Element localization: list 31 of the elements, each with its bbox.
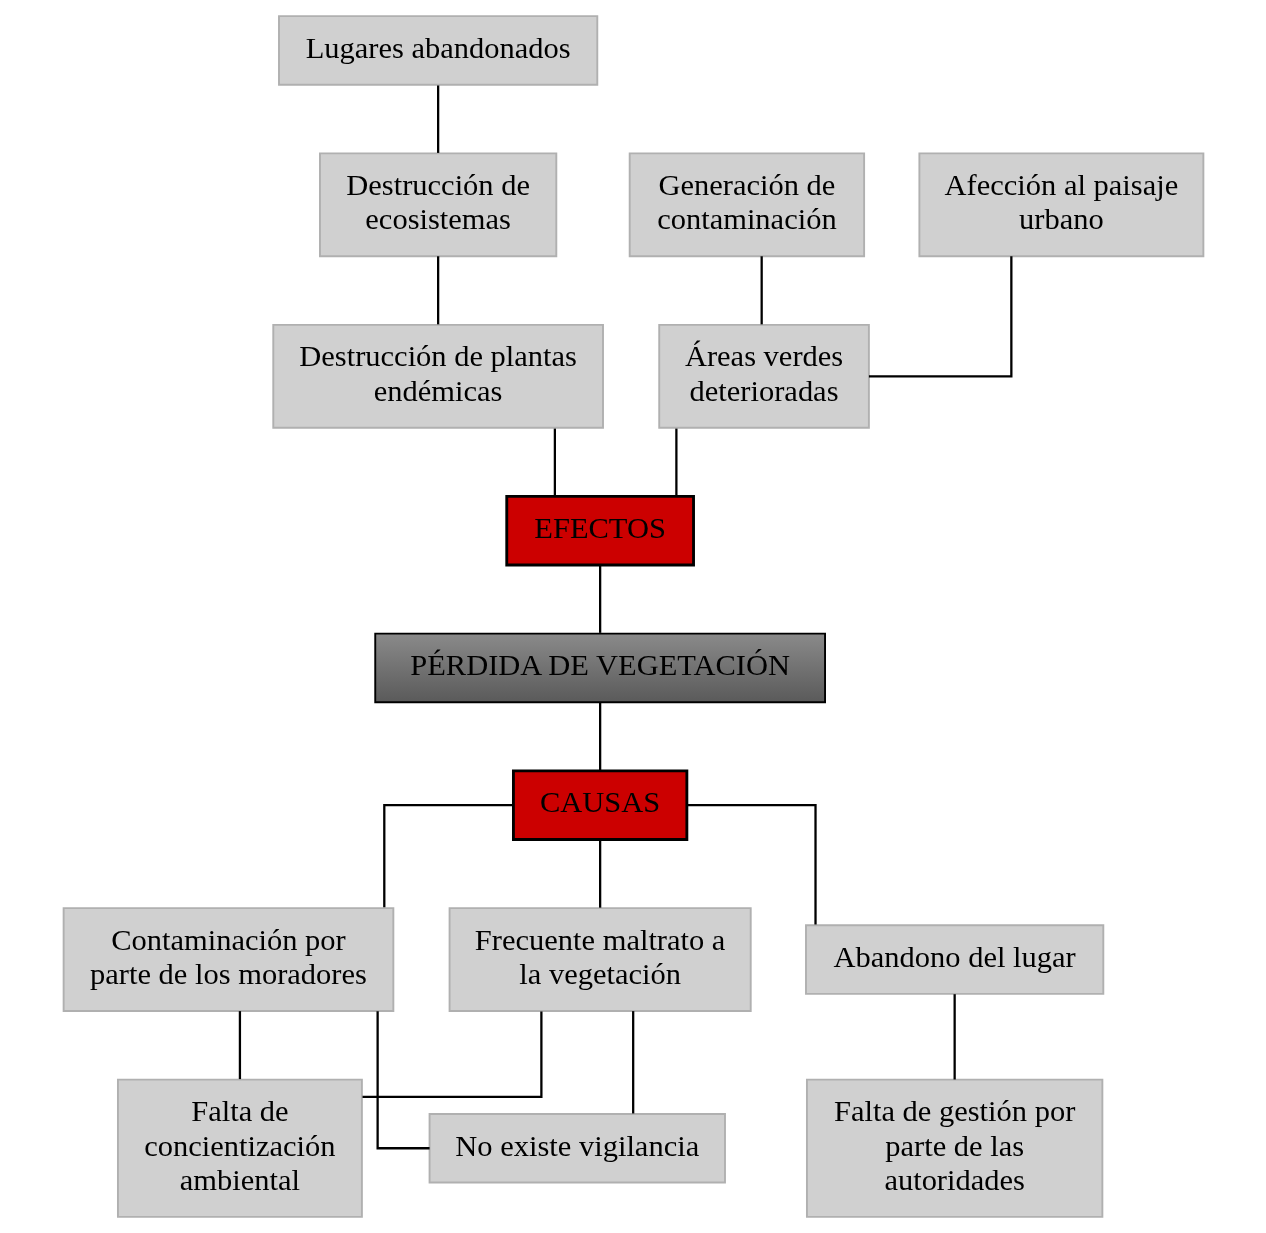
connector <box>598 565 601 633</box>
node-box: Falta de concientización ambiental <box>116 1078 363 1218</box>
node-box: Afección al paisaje urbano <box>917 152 1204 258</box>
connector <box>674 428 678 496</box>
connector <box>238 1011 241 1080</box>
node-box: Destrucción de plantas endémicas <box>271 323 604 429</box>
connector <box>436 256 439 325</box>
connector <box>382 804 513 908</box>
node-box: CAUSAS <box>511 769 688 841</box>
node-box: Contaminación por parte de los moradores <box>62 907 394 1012</box>
connector <box>686 804 817 925</box>
node-box: EFECTOS <box>504 495 695 567</box>
connector <box>598 702 601 771</box>
connector <box>868 256 1012 378</box>
connector <box>631 1011 634 1114</box>
connector <box>436 85 439 153</box>
connector <box>953 994 956 1080</box>
node-box: Destrucción de ecosistemas <box>318 152 557 258</box>
node-box: Áreas verdes deterioradas <box>657 323 870 429</box>
node-box: Frecuente maltrato a la vegetación <box>448 907 752 1012</box>
node-box: Generación de contaminación <box>628 152 865 258</box>
connector <box>760 256 763 325</box>
connector <box>598 840 601 908</box>
connector <box>362 1011 543 1098</box>
node-box: No existe vigilancia <box>428 1113 726 1184</box>
node-box: Abandono del lugar <box>804 924 1104 995</box>
connector <box>376 1011 430 1150</box>
node-box: Falta de gestión por parte de las autoridades <box>805 1078 1103 1218</box>
node-box: Lugares abandonados <box>277 15 598 86</box>
node-box: PÉRDIDA DE VEGETACIÓN <box>373 632 826 704</box>
connector <box>553 428 556 496</box>
